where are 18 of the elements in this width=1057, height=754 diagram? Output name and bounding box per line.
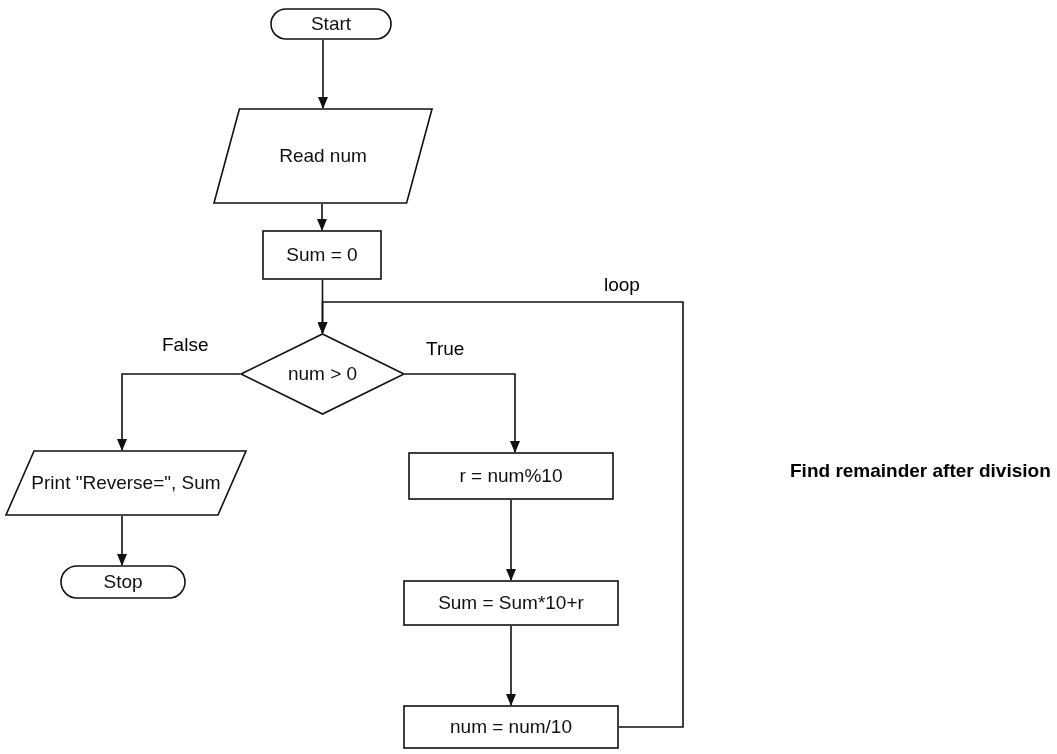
node-text: Read num	[279, 144, 367, 168]
arrow	[117, 515, 127, 566]
arrow	[317, 301, 684, 728]
node-text: Sum = Sum*10+r	[438, 591, 584, 615]
node-text: Sum = 0	[286, 243, 358, 267]
annotation-text: Find remainder after division	[790, 460, 1051, 482]
arrow	[318, 39, 328, 109]
node-text: Print "Reverse=", Sum	[31, 471, 221, 495]
arrow	[506, 499, 516, 581]
arrow	[404, 373, 520, 453]
arrow	[506, 625, 516, 706]
node-text: Start	[310, 12, 352, 36]
node-text: num > 0	[287, 362, 358, 386]
node-text: Stop	[103, 570, 143, 594]
arrow	[317, 203, 327, 231]
node-text: r = num%10	[459, 464, 563, 488]
arrow	[117, 373, 241, 451]
node-text: num = num/10	[450, 715, 572, 739]
